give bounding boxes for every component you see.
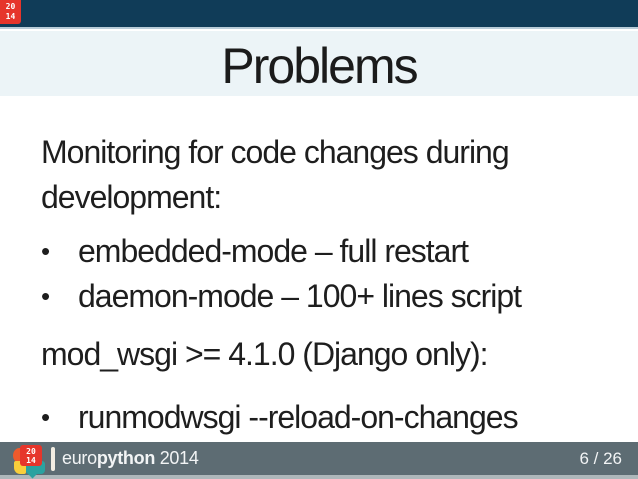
logo-python-text: python: [96, 448, 156, 468]
footer-bar: [0, 442, 638, 475]
bullet-list-secondary: • runmodwsgi --reload-on-changes: [41, 395, 519, 440]
corner-badge-line1: 20: [5, 2, 16, 11]
bullet-icon: •: [41, 236, 50, 266]
heading-line: development:: [41, 179, 222, 215]
europython-logo-icon: 20 14: [13, 445, 57, 478]
top-bar: [0, 0, 638, 29]
corner-badge-line2: 14: [5, 12, 16, 21]
bullet-text: runmodwsgi --reload-on-changes: [78, 399, 519, 435]
heading-block: Monitoring for code changes during devel…: [41, 130, 510, 220]
europython-wordmark: europython 2014: [62, 448, 199, 469]
footer-bottom-strip: [0, 475, 638, 479]
list-item: • daemon-mode – 100+ lines script: [41, 274, 522, 319]
bullet-icon: •: [41, 402, 50, 432]
list-item: • embedded-mode – full restart: [41, 229, 521, 274]
logo-badge-line1: 20: [26, 447, 36, 456]
logo-red-badge-icon: 20 14: [20, 445, 42, 466]
bullet-text: daemon-mode – 100+ lines script: [78, 278, 522, 314]
list-item: • runmodwsgi --reload-on-changes: [41, 395, 519, 440]
logo-divider: [51, 447, 55, 471]
logo-year-text: 2014: [155, 448, 199, 468]
bullet-list-primary: • embedded-mode – full restart • daemon-…: [41, 229, 522, 319]
logo-badge-line2: 14: [26, 456, 36, 465]
logo-euro-text: euro: [62, 448, 97, 468]
bullet-icon: •: [41, 281, 50, 311]
page-title: Problems: [221, 37, 418, 94]
subheading: mod_wsgi >= 4.1.0 (Django only):: [41, 336, 488, 372]
page-number: 6 / 26: [579, 449, 622, 468]
bullet-text: embedded-mode – full restart: [78, 233, 469, 269]
heading-line: Monitoring for code changes during: [41, 134, 510, 170]
title-band: Problems: [0, 31, 638, 96]
europython-corner-badge-icon: 20 14: [0, 0, 21, 24]
